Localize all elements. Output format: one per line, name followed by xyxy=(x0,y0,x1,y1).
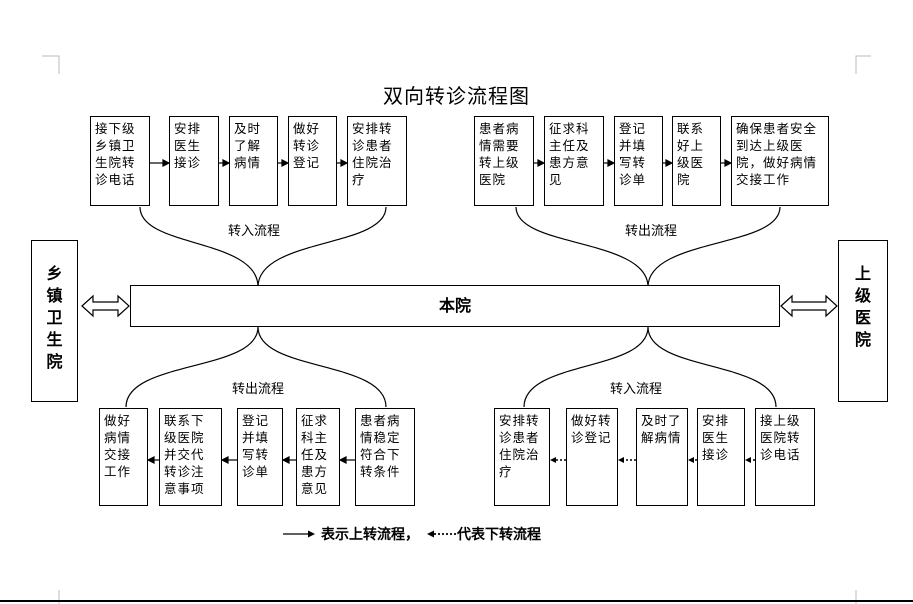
step-box: 接下级乡镇卫生院转诊电话 xyxy=(90,116,150,206)
flow-label-top-right: 转出流程 xyxy=(625,224,678,239)
step-box: 确保患者安全到达上级医院，做好病情交接工作 xyxy=(731,116,829,206)
township-hospital-box: 乡镇卫生院 xyxy=(31,240,78,402)
step-box: 做好转诊登记 xyxy=(566,408,618,506)
flow-label-bottom-left: 转出流程 xyxy=(232,382,285,397)
superior-hospital-label: 上级医院 xyxy=(854,264,871,349)
step-box: 联系下级医院并交代转诊注意事项 xyxy=(159,408,222,506)
solid-arrow-icon xyxy=(283,530,315,538)
step-box: 及时了解病情 xyxy=(636,408,688,506)
step-box: 患者病情稳定符合下转条件 xyxy=(355,408,415,506)
flow-label-top-left: 转入流程 xyxy=(228,224,281,239)
this-hospital-box: 本院 xyxy=(130,285,780,327)
legend: 表示上转流程， 代表下转流程 xyxy=(283,524,541,544)
superior-hospital-box: 上级医院 xyxy=(838,240,888,402)
step-box: 患者病情需要转上级医院 xyxy=(474,116,534,206)
step-box: 及时了解病情 xyxy=(229,116,278,206)
step-box: 登记并填写转诊单 xyxy=(237,408,283,506)
step-box: 登记并填写转诊单 xyxy=(614,116,663,206)
step-box: 征求科主任及患方意见 xyxy=(296,408,340,506)
step-box: 做好病情交接工作 xyxy=(99,408,148,506)
diagram-title: 双向转诊流程图 xyxy=(383,84,530,108)
township-hospital-label: 乡镇卫生院 xyxy=(46,264,63,371)
flow-label-bottom-right: 转入流程 xyxy=(610,382,663,397)
step-box: 安排医生接诊 xyxy=(697,408,745,506)
step-box: 安排转诊患者住院治疗 xyxy=(347,116,407,206)
legend-up-text: 表示上转流程， xyxy=(321,527,419,543)
step-box: 联系好上级医院 xyxy=(672,116,721,206)
legend-down-text: 代表下转流程 xyxy=(457,527,541,543)
step-box: 接上级医院转诊电话 xyxy=(755,408,815,506)
step-box: 征求科主任及患方意见 xyxy=(544,116,604,206)
dotted-arrow-icon xyxy=(427,530,457,538)
step-box: 安排医生接诊 xyxy=(169,116,219,206)
step-box: 安排转诊患者住院治疗 xyxy=(494,408,550,506)
step-box: 做好转诊登记 xyxy=(288,116,337,206)
